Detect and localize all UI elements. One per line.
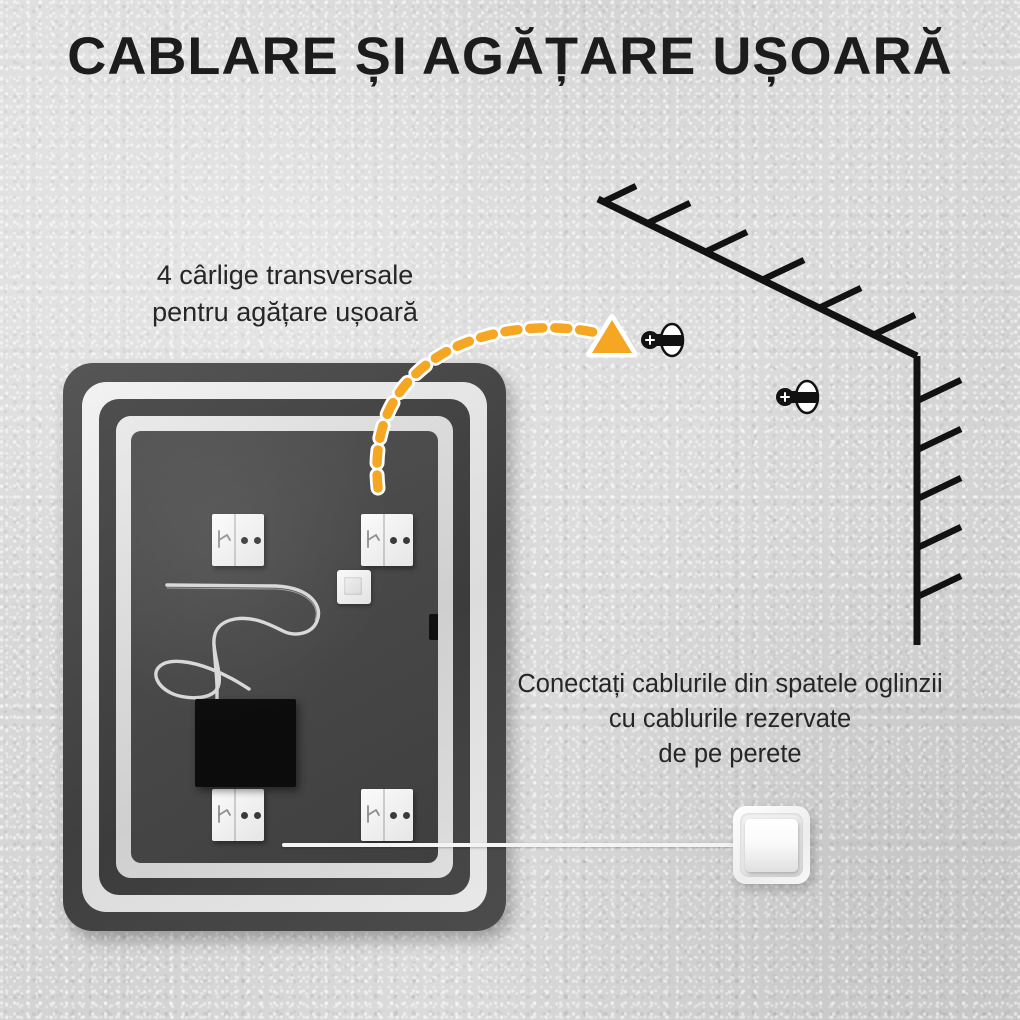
page-title: CABLARE ȘI AGĂȚARE UȘOARĂ — [67, 27, 953, 86]
hook-icon — [367, 530, 380, 548]
hook-screw-hole — [390, 812, 397, 819]
hook-split-line — [382, 514, 385, 566]
hook-plate — [212, 514, 264, 566]
cable-connector — [429, 614, 438, 640]
hook-screw-hole — [390, 537, 397, 544]
hook-screw-hole — [403, 537, 410, 544]
hooks-caption: 4 cârlige transversale pentru agățare uș… — [85, 257, 485, 331]
wall-light-switch[interactable] — [733, 806, 810, 884]
hook-screw-hole — [403, 812, 410, 819]
switch-cable-lead — [282, 843, 740, 847]
hook-icon — [367, 805, 380, 823]
wiring-caption-line1: Conectați cablurile din spatele oglinzii — [517, 670, 943, 698]
hooks-caption-line2: pentru agățare ușoară — [152, 297, 418, 327]
hook-top-right — [361, 514, 413, 566]
hook-screw-hole — [241, 812, 248, 819]
wiring-caption: Conectați cablurile din spatele oglinzii… — [505, 667, 955, 772]
touch-sensor-inner — [344, 577, 362, 595]
hook-bottom-right — [361, 789, 413, 841]
wiring-caption-line3: de pe perete — [658, 740, 802, 768]
led-driver-box — [195, 699, 296, 787]
hooks-caption-line1: 4 cârlige transversale — [156, 260, 414, 290]
mirror-back-panel — [131, 431, 438, 863]
hook-bottom-left — [212, 789, 264, 841]
switch-rocker-button[interactable] — [745, 819, 798, 872]
touch-sensor — [337, 570, 371, 604]
hook-icon — [218, 805, 231, 823]
hook-split-line — [233, 789, 236, 841]
hook-screw-hole — [254, 537, 261, 544]
hook-split-line — [233, 514, 236, 566]
hook-split-line — [382, 789, 385, 841]
hook-plate — [212, 789, 264, 841]
internal-cable-routing — [154, 583, 321, 705]
hook-icon — [218, 530, 231, 548]
hook-plate — [361, 514, 413, 566]
hook-plate — [361, 789, 413, 841]
hook-top-left — [212, 514, 264, 566]
hook-screw-hole — [241, 537, 248, 544]
hook-screw-hole — [254, 812, 261, 819]
wiring-caption-line2: cu cablurile rezervate — [608, 705, 852, 733]
